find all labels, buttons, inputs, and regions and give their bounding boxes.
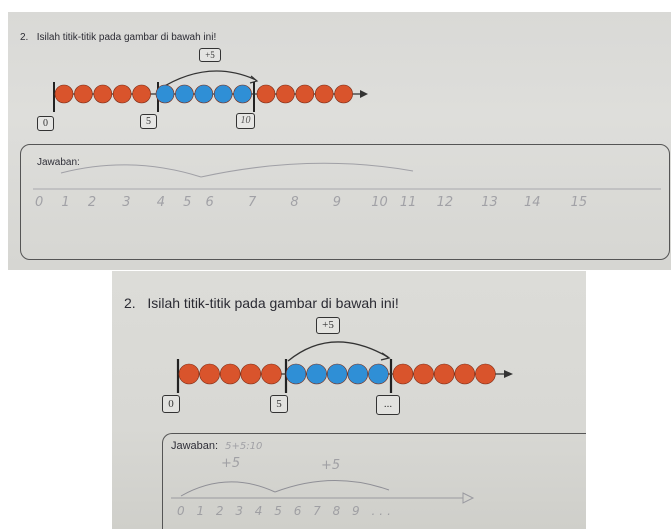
blue-bead [155, 84, 175, 104]
red-bead [334, 84, 353, 104]
blue-bead [175, 84, 194, 104]
question-line: 2. Isilah titik-titik pada gambar di baw… [20, 32, 216, 43]
hand-arc-2 [200, 162, 414, 178]
blue-bead [368, 363, 389, 385]
handwritten-number-line [33, 162, 661, 190]
answer-box: Jawaban: 0 1 2 3 4 5 6 7 8 9 10 11 12 13… [20, 144, 670, 260]
red-bead [475, 363, 496, 385]
red-bead [295, 84, 315, 104]
red-bead [392, 363, 414, 385]
question-line: 2. Isilah titik-titik pada gambar di baw… [124, 295, 399, 311]
axis-arrow [360, 90, 368, 98]
red-bead [178, 363, 200, 385]
red-bead [256, 84, 276, 104]
jump-arrowhead [380, 352, 391, 361]
red-bead [240, 363, 262, 385]
answer-label: Jawaban: 5+5:10 [171, 440, 263, 452]
red-bead [261, 363, 282, 385]
question-text: Isilah titik-titik pada gambar di bawah … [147, 295, 399, 311]
bead-number-line [53, 70, 368, 112]
blue-bead [306, 363, 327, 385]
handwritten-equation: 5+5:10 [225, 441, 263, 452]
blue-bead [285, 363, 307, 385]
box-end: 10 [236, 113, 255, 129]
jump-label-box: +5 [316, 317, 340, 334]
handwritten-numbers: 0 1 2 3 4 5 6 7 8 9 10 11 12 13 14 15 [35, 195, 588, 210]
blue-bead [233, 84, 252, 104]
handwritten-numbers: 0 1 2 3 4 5 6 7 8 9 ... [177, 504, 395, 518]
box-middle: 5 [140, 114, 157, 129]
red-bead [314, 84, 334, 104]
hand-axis-arrow [462, 492, 475, 504]
jump-arc [287, 341, 389, 362]
answer-box: Jawaban: 5+5:10 +5 +5 0 1 2 3 4 5 6 7 8 … [162, 433, 586, 529]
jump-label-box: +5 [199, 48, 221, 62]
hand-arc-2 [274, 479, 390, 493]
red-bead [413, 363, 434, 385]
question-text: Isilah titik-titik pada gambar di bawah … [36, 32, 217, 43]
blue-bead [326, 363, 348, 385]
red-bead [54, 84, 74, 104]
red-bead [93, 84, 113, 104]
red-bead [219, 363, 241, 385]
worksheet-photo-top: 2. Isilah titik-titik pada gambar di baw… [8, 12, 671, 270]
handwritten-jump-1: +5 [221, 456, 241, 471]
hand-arc-1 [180, 481, 276, 497]
red-bead [199, 363, 220, 385]
hand-arc-1 [60, 164, 202, 178]
red-bead [112, 84, 132, 104]
box-end: ... [376, 395, 400, 415]
red-bead [132, 84, 151, 104]
handwritten-jump-2: +5 [321, 458, 341, 473]
jump-arrowhead [249, 75, 259, 84]
answer-label: Jawaban: [37, 157, 80, 168]
worksheet-photo-bottom: 2. Isilah titik-titik pada gambar di baw… [112, 271, 586, 529]
bead-row [54, 84, 353, 104]
red-bead [74, 84, 93, 104]
handwritten-number-line [171, 479, 475, 504]
bead-number-line [176, 341, 513, 393]
red-bead [276, 84, 295, 104]
jump-arc [157, 70, 257, 91]
red-bead [454, 363, 476, 385]
box-middle: 5 [270, 395, 288, 413]
box-start: 0 [37, 116, 54, 131]
axis-arrow [504, 370, 513, 378]
box-start: 0 [162, 395, 180, 413]
red-bead [433, 363, 455, 385]
blue-bead [347, 363, 369, 385]
question-number: 2. [20, 32, 29, 43]
blue-bead [194, 84, 214, 104]
bead-row [178, 363, 496, 385]
question-number: 2. [124, 295, 136, 311]
blue-bead [213, 84, 233, 104]
